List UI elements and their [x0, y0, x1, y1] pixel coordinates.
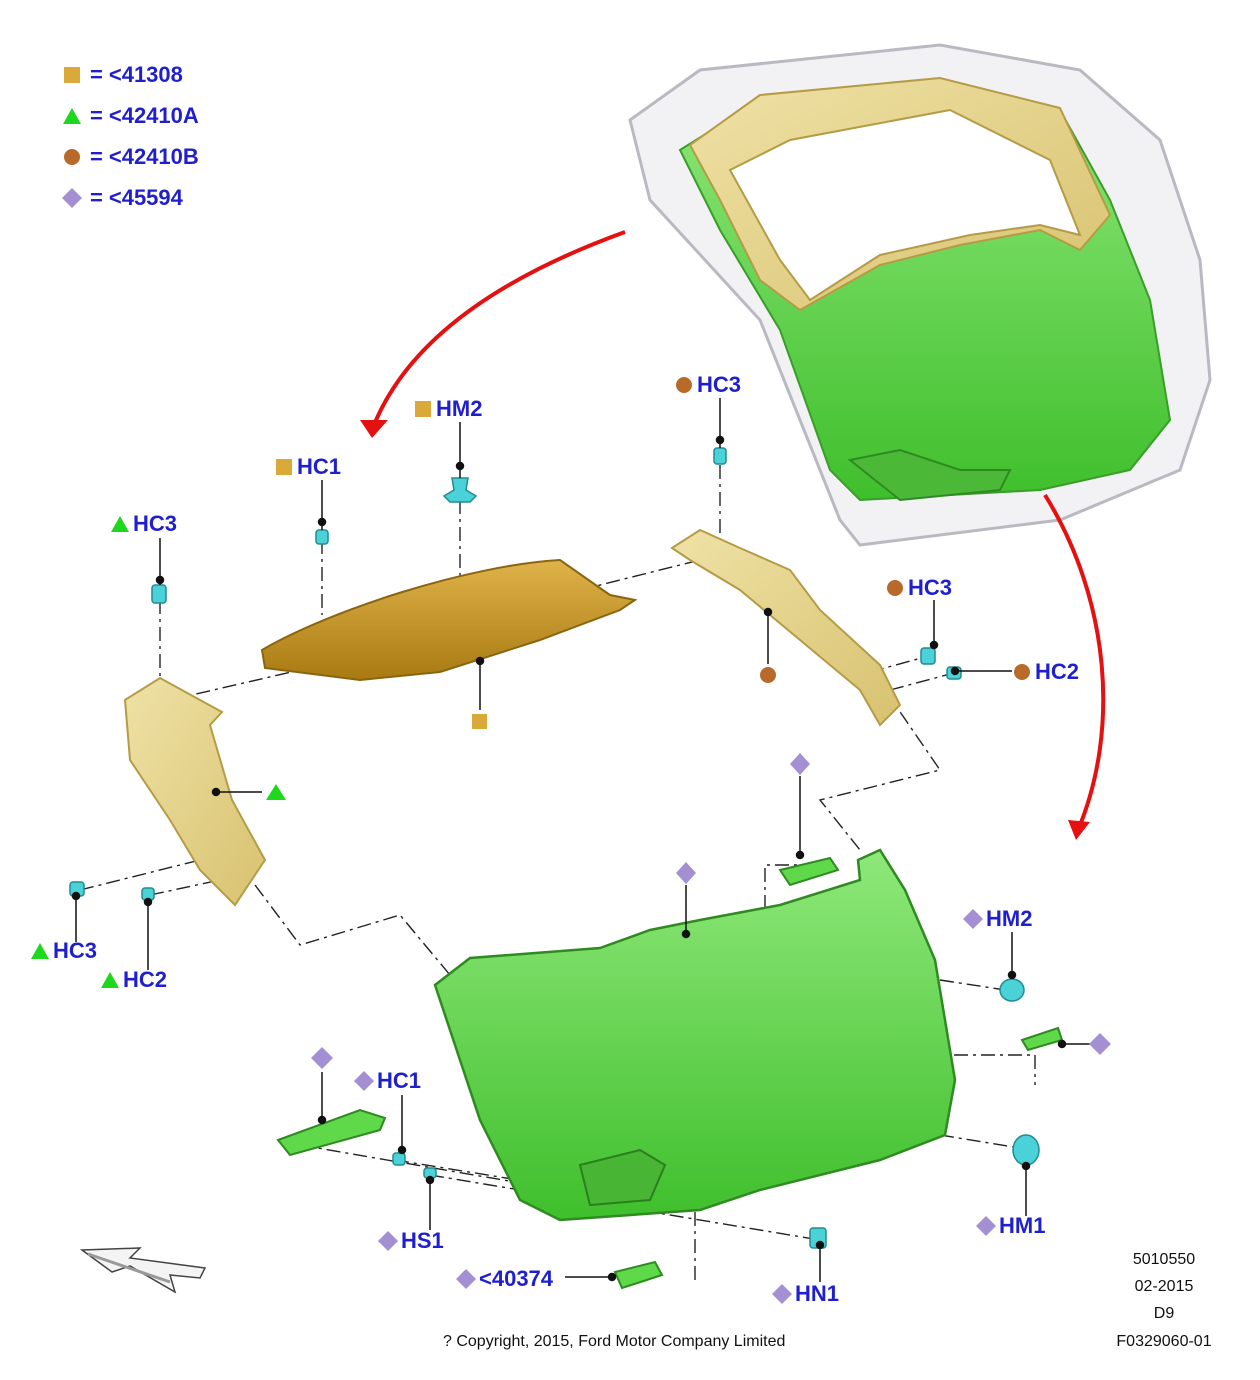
legend-equals: =	[90, 144, 103, 169]
diamond-symbol-bracket	[790, 753, 810, 775]
diamond-symbol-icon	[976, 1216, 996, 1236]
callout-leaders	[71, 398, 1090, 1282]
legend-row-square: = <41308	[60, 60, 183, 90]
exploded-arrow-left-head	[360, 420, 388, 438]
triangle-symbol-icon	[60, 104, 84, 128]
clip-hc3-right	[920, 647, 936, 665]
doc-code: D9	[1153, 1305, 1175, 1322]
callout-label: HC1	[297, 454, 342, 479]
callout-hm2-right: HM2	[963, 906, 1032, 932]
triangle-symbol-icon	[30, 941, 50, 961]
callout-label: HC2	[123, 967, 168, 992]
callout-hc3-left-bottom: HC3	[30, 938, 97, 964]
callout-hc3-mid-top: HC3	[674, 372, 741, 398]
callout-label: HC3	[53, 938, 98, 963]
callout-label: <40374	[479, 1266, 554, 1291]
clip-hc3-left-top	[151, 584, 167, 604]
clip-hc1-top	[315, 529, 329, 545]
legend-code: <45594	[108, 185, 183, 210]
diamond-symbol-lower-panel	[676, 862, 696, 884]
diamond-symbol-icon	[772, 1284, 792, 1304]
legend-row-diamond: = <45594	[60, 183, 183, 213]
callout-hc1-top: HC1	[274, 454, 341, 480]
circle-symbol-icon	[674, 375, 694, 395]
callout-hm1: HM1	[976, 1213, 1045, 1239]
diamond-symbol-icon	[354, 1071, 374, 1091]
part-40374-shape	[613, 1260, 664, 1290]
circle-symbol-right-pillar	[760, 667, 776, 683]
orientation-arrow-icon	[79, 1247, 207, 1294]
square-symbol-icon	[274, 457, 294, 477]
callout-label: HM2	[986, 906, 1033, 931]
callout-hc1-bottom: HC1	[354, 1068, 421, 1094]
diamond-symbol-grab-handle	[311, 1047, 333, 1069]
legend-equals: =	[90, 103, 103, 128]
exploded-arrow-right-head	[1068, 820, 1090, 840]
triangle-symbol-left-pillar	[266, 784, 286, 800]
part-symbols	[266, 667, 1111, 1069]
diamond-symbol-icon	[378, 1231, 398, 1251]
callout-hm2-top: HM2	[413, 396, 482, 422]
clip-fasteners	[69, 447, 1040, 1249]
lower-trim-handle-recess	[578, 1148, 667, 1207]
upper-trim-panel	[260, 558, 638, 682]
callout-hc2-right: HC2	[1012, 659, 1079, 685]
clip-hm2-top	[442, 477, 478, 503]
legend-equals: =	[90, 185, 103, 210]
diamond-symbol-icon	[60, 186, 84, 210]
diamond-symbol-icon	[456, 1269, 476, 1289]
right-pillar-trim	[670, 528, 902, 727]
callout-label: HM1	[999, 1213, 1046, 1238]
square-symbol-icon	[60, 63, 84, 87]
clip-hc3-mid-top	[713, 447, 727, 465]
grab-handle-part	[276, 1108, 387, 1157]
triangle-symbol-icon	[110, 514, 130, 534]
tailgate-assembly-overview	[628, 43, 1212, 547]
callout-part-40374: <40374	[456, 1266, 553, 1292]
exploded-arrow-right	[1043, 493, 1106, 831]
square-symbol-icon	[413, 399, 433, 419]
callout-hc2-left-bottom: HC2	[100, 967, 167, 993]
clip-hm2-right	[999, 978, 1025, 1002]
callout-hs1: HS1	[378, 1228, 444, 1254]
callout-label: HM2	[436, 396, 483, 421]
lower-trim-panel	[433, 848, 957, 1222]
callout-label: HC3	[697, 372, 742, 397]
diamond-symbol-right-bracket	[1089, 1033, 1111, 1055]
copyright-text: ? Copyright, 2015, Ford Motor Company Li…	[443, 1333, 786, 1350]
callout-label: HC3	[908, 575, 953, 600]
circle-symbol-icon	[60, 145, 84, 169]
bracket-upper-part	[778, 856, 840, 887]
callout-hc3-left-top: HC3	[110, 511, 177, 537]
callout-label: HN1	[795, 1281, 840, 1306]
bracket-right-part	[1020, 1026, 1064, 1052]
legend-code: <42410B	[108, 144, 199, 169]
doc-number: 5010550	[1132, 1251, 1196, 1268]
exploded-arrow-left	[370, 230, 626, 431]
legend-code: <41308	[108, 62, 183, 87]
triangle-symbol-icon	[100, 970, 120, 990]
legend-row-triangle: = <42410A	[60, 101, 199, 131]
square-symbol-upper-panel	[472, 714, 487, 729]
callout-label: HC1	[377, 1068, 422, 1093]
legend-row-circle: = <42410B	[60, 142, 199, 172]
callout-hc3-right: HC3	[885, 575, 952, 601]
callout-hn1: HN1	[772, 1281, 839, 1307]
doc-date: 02-2015	[1134, 1278, 1194, 1295]
clip-hm1	[1012, 1134, 1040, 1166]
diamond-symbol-icon	[963, 909, 983, 929]
left-pillar-trim	[123, 676, 267, 907]
figure-id: F0329060-01	[1116, 1333, 1212, 1350]
callout-label: HC2	[1035, 659, 1080, 684]
legend-equals: =	[90, 62, 103, 87]
circle-symbol-icon	[885, 578, 905, 598]
legend-code: <42410A	[108, 103, 199, 128]
callout-label: HC3	[133, 511, 178, 536]
circle-symbol-icon	[1012, 662, 1032, 682]
clip-hc1-bottom	[392, 1152, 406, 1166]
callout-label: HS1	[401, 1228, 444, 1253]
